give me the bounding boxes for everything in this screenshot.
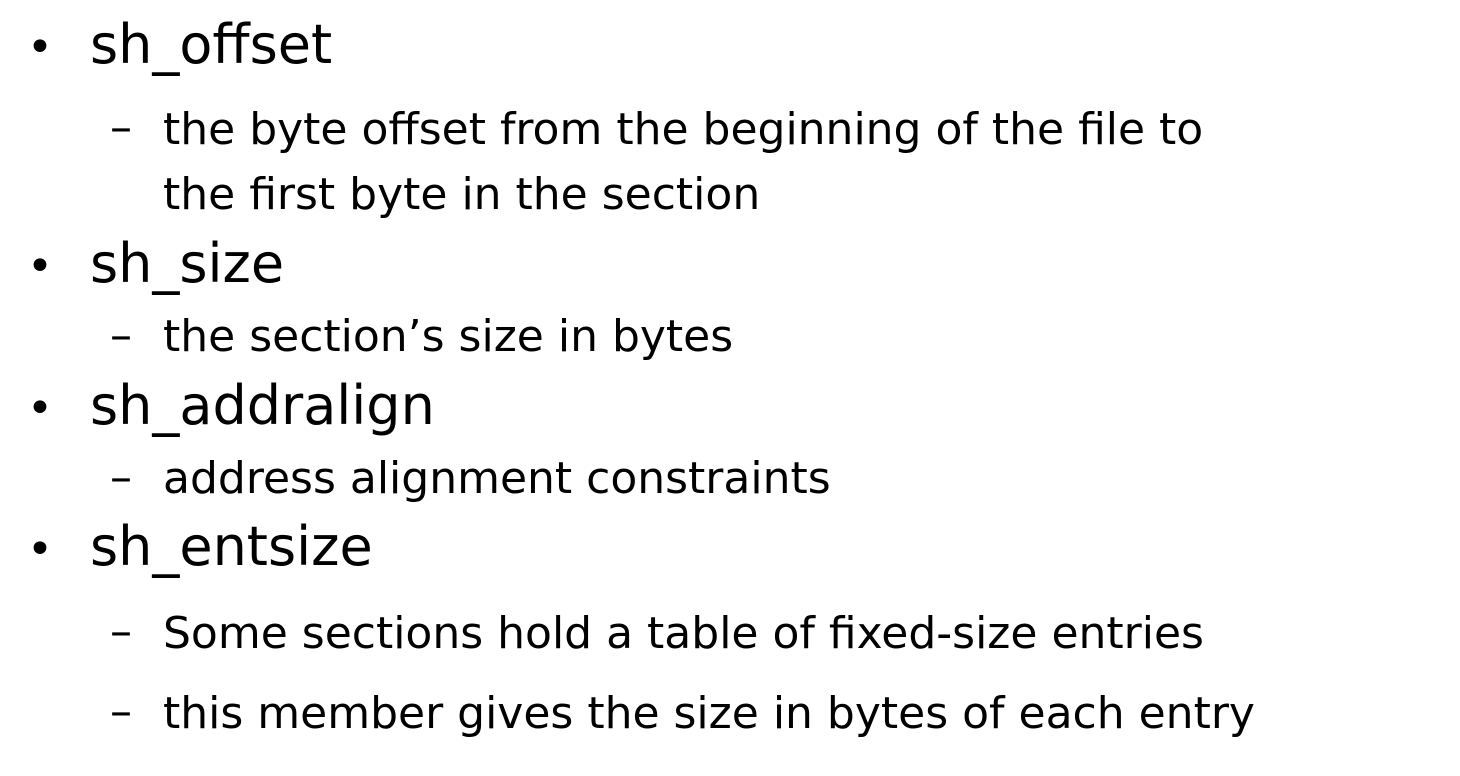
bullet-icon: •	[27, 22, 53, 73]
term-sh-entsize: sh_entsize	[90, 515, 373, 578]
dash-icon: –	[110, 606, 132, 657]
term-sh-addralign: sh_addralign	[90, 374, 435, 437]
bullet-icon: •	[27, 524, 53, 575]
term-sh-size: sh_size	[90, 232, 285, 295]
description-line: the byte offset from the beginning of th…	[163, 104, 1204, 155]
dash-icon: –	[110, 102, 132, 153]
description-line: address alignment constraints	[163, 453, 831, 504]
dash-icon: –	[110, 686, 132, 737]
description-line: this member gives the size in bytes of e…	[163, 688, 1255, 739]
description-line: Some sections hold a table of fixed-size…	[163, 608, 1204, 659]
bullet-icon: •	[27, 241, 53, 292]
bullet-icon: •	[27, 383, 53, 434]
description-line: the section’s size in bytes	[163, 311, 734, 362]
dash-icon: –	[110, 452, 132, 503]
dash-icon: –	[110, 310, 132, 361]
description-line: the first byte in the section	[163, 169, 761, 220]
term-sh-offset: sh_offset	[90, 13, 333, 76]
